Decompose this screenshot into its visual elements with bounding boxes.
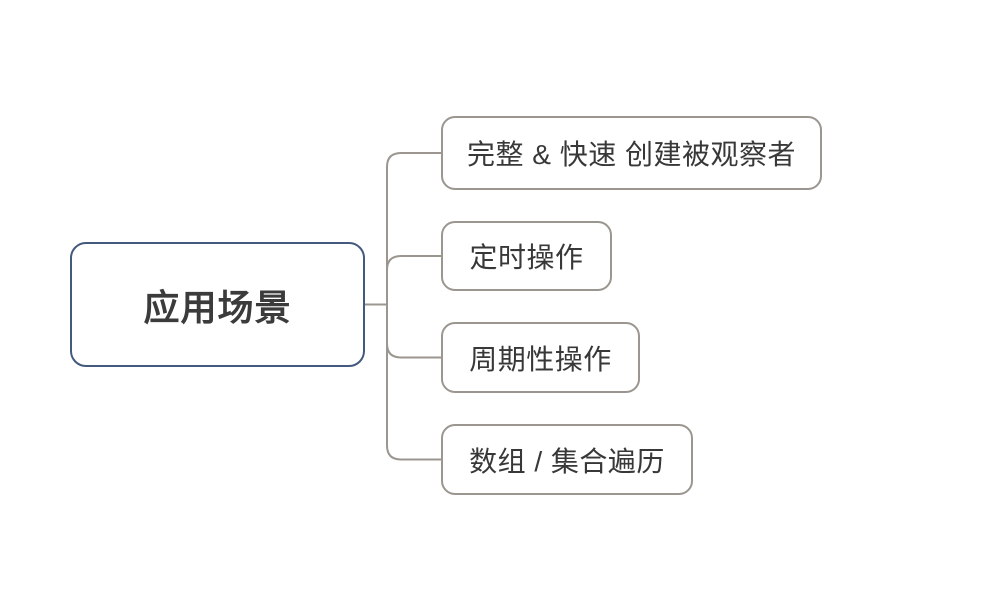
child-node-label: 定时操作 [469, 242, 584, 273]
child-node-create-observable[interactable]: 完整 & 快速 创建被观察者 [441, 116, 822, 190]
child-node-label: 数组 / 集合遍历 [469, 445, 665, 477]
child-node-timed-operation[interactable]: 定时操作 [441, 221, 612, 291]
root-node-application-scenarios[interactable]: 应用场景 [70, 242, 365, 367]
connector-branch-1 [386, 152, 441, 305]
child-node-array-collection-traversal[interactable]: 数组 / 集合遍历 [441, 424, 693, 495]
child-node-label: 完整 & 快速 创建被观察者 [466, 139, 796, 170]
connector-branch-3 [386, 304, 441, 359]
connector-branch-4 [386, 304, 441, 461]
child-node-label: 周期性操作 [469, 343, 612, 375]
root-node-label: 应用场景 [143, 286, 292, 328]
child-node-periodic-operation[interactable]: 周期性操作 [441, 322, 640, 393]
connector-branch-2 [386, 255, 441, 305]
